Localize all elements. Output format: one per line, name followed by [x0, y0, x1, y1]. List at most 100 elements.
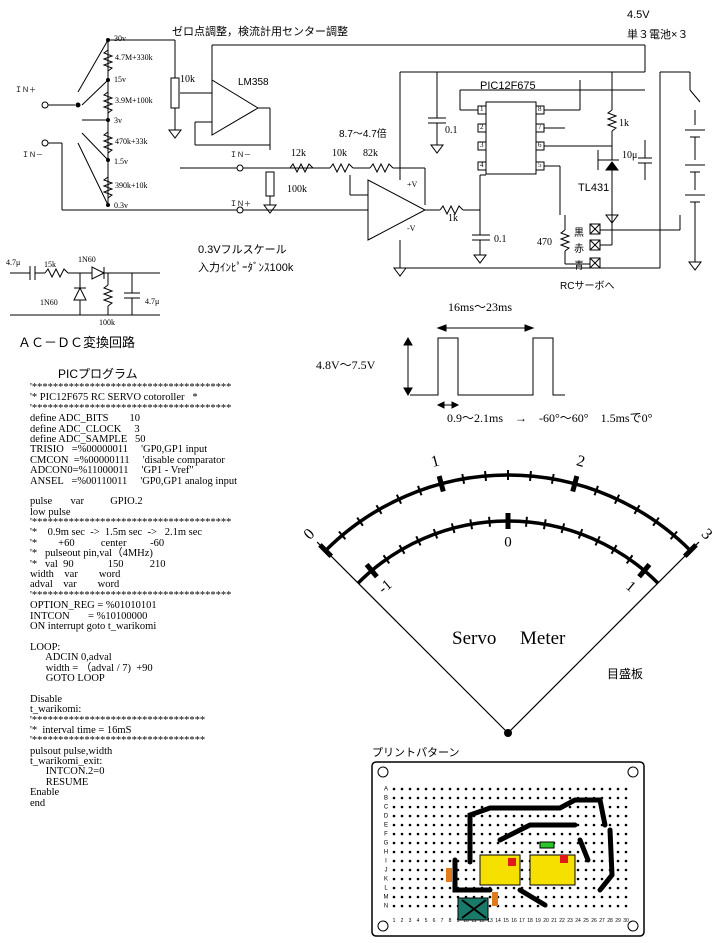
pcb-hole — [584, 886, 588, 890]
pcb-hole — [608, 904, 612, 908]
pcb-hole — [432, 877, 436, 881]
pcb-hole — [552, 832, 556, 836]
rectifier-circuit — [10, 266, 160, 316]
pcb-hole — [592, 850, 596, 854]
pcb-hole — [616, 850, 620, 854]
code-line: '************************************** — [30, 589, 232, 601]
pcb-hole — [472, 841, 476, 845]
pcb-hole — [456, 850, 460, 854]
pcb-hole — [552, 886, 556, 890]
rect-d1-label: 1N60 — [78, 255, 96, 264]
r-10k-label: 10k — [332, 148, 347, 159]
outer-tick — [683, 543, 698, 558]
battery-voltage-label: 4.5V — [627, 9, 650, 21]
pcb-col-label: 30 — [623, 918, 629, 924]
pcb-hole — [560, 841, 564, 845]
pcb-hole — [392, 814, 396, 818]
pcb-hole — [600, 877, 604, 881]
pcb-hole — [504, 823, 508, 827]
pcb-hole — [416, 877, 420, 881]
pcb-hole — [392, 868, 396, 872]
inner-scale-label: 1 — [622, 578, 638, 595]
ground-symbols — [168, 129, 702, 277]
pcb-hole — [528, 832, 532, 836]
pcb-hole — [528, 841, 532, 845]
pcb-hole — [400, 895, 404, 899]
pcb-hole — [448, 832, 452, 836]
pcb-hole — [504, 787, 508, 791]
inner-tick — [488, 516, 491, 527]
meter-pivot — [504, 729, 512, 737]
pcb-hole — [576, 859, 580, 863]
pcb-col-label: 19 — [535, 918, 541, 924]
pcb-hole — [608, 805, 612, 809]
pcb-hole — [480, 805, 484, 809]
pcb-hole — [608, 787, 612, 791]
pcb-hole — [512, 841, 516, 845]
outer-scale-label: 3 — [698, 526, 716, 544]
pcb-hole — [528, 796, 532, 800]
pcb-hole — [536, 886, 540, 890]
pcb-hole — [472, 850, 476, 854]
pcb-hole — [400, 796, 404, 800]
input-plus-label: ＩＮ＋ — [15, 87, 36, 94]
pcb-hole — [456, 823, 460, 827]
in-plus-label: ＩＮ＋ — [230, 201, 251, 208]
code-line: '************************************** — [30, 402, 232, 414]
pcb-hole — [544, 886, 548, 890]
code-line: adval var word — [30, 579, 120, 591]
pcb-hole — [568, 796, 572, 800]
pcb-hole — [392, 823, 396, 827]
pcb-hole — [464, 859, 468, 863]
pcb-col-label: 16 — [511, 918, 517, 924]
pcb-hole — [400, 787, 404, 791]
pcb-hole — [464, 796, 468, 800]
pcb-hole — [624, 796, 628, 800]
pcb-hole — [456, 832, 460, 836]
code-line: INTCON = %10100000 — [30, 610, 148, 622]
outer-tick — [395, 494, 402, 505]
pcb-hole — [504, 850, 508, 854]
pcb-hole — [464, 814, 468, 818]
pcb-row-label: G — [384, 841, 389, 847]
pcb-hole — [544, 814, 548, 818]
pcb-hole — [568, 895, 572, 899]
pcb-hole — [592, 904, 596, 908]
in-minus-label: ＩＮ－ — [230, 152, 251, 159]
pcb-hole — [584, 814, 588, 818]
resistor-390k: 390k+10k — [115, 181, 148, 190]
pcb-col-label: 27 — [599, 918, 605, 924]
pcb-hole — [528, 904, 532, 908]
c-01-label: 0.1 — [445, 125, 458, 136]
pcb-row-label: E — [384, 823, 388, 829]
code-line: '* 0.9m sec -> 1.5m sec -> 2.1m sec — [30, 527, 203, 539]
pcb-hole — [416, 868, 420, 872]
pulse-waveform — [403, 324, 565, 409]
pcb-hole — [472, 805, 476, 809]
pcb-hole — [408, 814, 412, 818]
meter-needle-left — [316, 541, 509, 734]
pcb-hole — [488, 841, 492, 845]
inner-tick — [525, 516, 528, 527]
pcb-hole — [392, 787, 396, 791]
pcb-hole — [584, 832, 588, 836]
code-line: LOOP: — [30, 641, 61, 653]
pcb-hole — [552, 895, 556, 899]
pcb-hole — [488, 814, 492, 818]
pcb-hole — [592, 787, 596, 791]
pcb-hole — [488, 787, 492, 791]
pcb-hole — [400, 904, 404, 908]
terminal-circles — [41, 101, 244, 214]
pcb-hole — [568, 841, 572, 845]
rect-d2-label: 1N60 — [40, 298, 58, 307]
pcb-hole — [416, 787, 420, 791]
inner-scale-label: -1 — [376, 577, 396, 597]
zero-adjust-label: ゼロ点調整，検流計用センター調整 — [172, 26, 348, 38]
pcb-hole — [456, 841, 460, 845]
outer-scale-label: 2 — [575, 452, 587, 470]
pcb-hole — [600, 850, 604, 854]
range-0-3v: 0.3v — [114, 201, 128, 210]
pcb-hole — [584, 787, 588, 791]
pcb-hole — [504, 796, 508, 800]
pcb-hole — [560, 895, 564, 899]
